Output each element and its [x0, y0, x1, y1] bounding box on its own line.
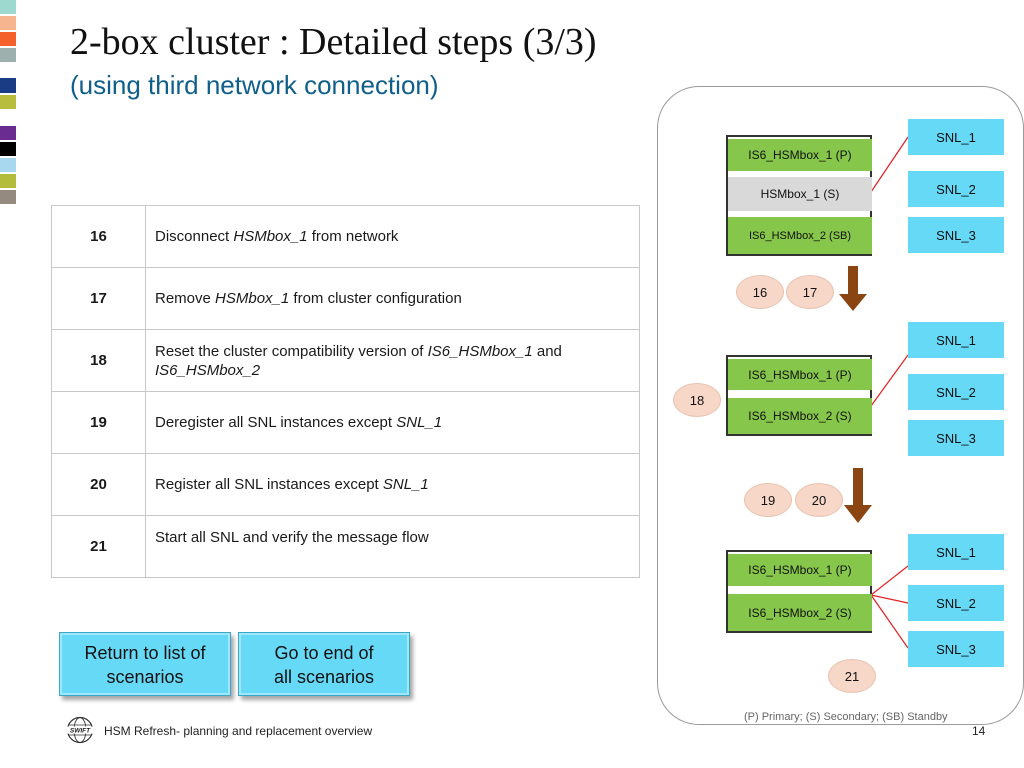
hsm-box: HSMbox_1 (S)	[728, 177, 872, 211]
strip-segment	[0, 78, 16, 93]
button-label-line: Go to end of	[274, 643, 374, 663]
snl-box: SNL_2	[908, 585, 1004, 621]
hsm-box: IS6_HSMbox_1 (P)	[728, 554, 872, 586]
snl-box: SNL_3	[908, 631, 1004, 667]
strip-segment	[0, 32, 16, 46]
hsm-box: IS6_HSMbox_2 (S)	[728, 594, 872, 631]
table-row: 20 Register all SNL instances except SNL…	[51, 453, 640, 516]
cluster-stage-1: IS6_HSMbox_1 (P) HSMbox_1 (S) IS6_HSMbox…	[726, 135, 872, 256]
strip-segment	[0, 95, 16, 109]
hsm-box: IS6_HSMbox_1 (P)	[728, 139, 872, 171]
down-arrow-icon	[844, 468, 872, 523]
button-label-line: all scenarios	[273, 667, 375, 687]
snl-box: SNL_2	[908, 171, 1004, 207]
step-number: 16	[51, 205, 146, 268]
step-description: Disconnect HSMbox_1 from network	[145, 205, 640, 268]
strip-segment	[0, 48, 16, 62]
step-bubble: 20	[795, 483, 843, 517]
table-row: 16 Disconnect HSMbox_1 from network	[51, 205, 640, 268]
table-row: 18 Reset the cluster compatibility versi…	[51, 329, 640, 392]
step-bubble: 21	[828, 659, 876, 693]
snl-box: SNL_1	[908, 119, 1004, 155]
page-number: 14	[972, 724, 986, 738]
hsm-box: IS6_HSMbox_2 (SB)	[728, 217, 872, 254]
strip-segment	[0, 174, 16, 188]
step-bubble: 17	[786, 275, 834, 309]
button-label-line: scenarios	[106, 667, 184, 687]
svg-text:SWIFT: SWIFT	[70, 728, 91, 735]
step-number: 18	[51, 329, 146, 392]
snl-box: SNL_2	[908, 374, 1004, 410]
cluster-stage-2: IS6_HSMbox_1 (P) IS6_HSMbox_2 (S)	[726, 355, 872, 436]
strip-segment	[0, 158, 16, 172]
strip-segment	[0, 142, 16, 156]
table-row: 21 Start all SNL and verify the message …	[51, 515, 640, 578]
return-to-scenarios-button[interactable]: Return to list of scenarios	[59, 632, 231, 696]
button-label-line: Return to list of	[84, 643, 206, 663]
swift-logo-icon: SWIFT	[66, 716, 94, 744]
step-description: Deregister all SNL instances except SNL_…	[145, 391, 640, 454]
strip-segment	[0, 0, 16, 14]
strip-segment	[0, 190, 16, 204]
step-number: 19	[51, 391, 146, 454]
hsm-box: IS6_HSMbox_1 (P)	[728, 359, 872, 390]
go-to-end-button[interactable]: Go to end of all scenarios	[238, 632, 410, 696]
diagram-legend: (P) Primary; (S) Secondary; (SB) Standby	[744, 711, 948, 723]
snl-box: SNL_3	[908, 217, 1004, 253]
table-row: 19 Deregister all SNL instances except S…	[51, 391, 640, 454]
cluster-stage-3: IS6_HSMbox_1 (P) IS6_HSMbox_2 (S)	[726, 550, 872, 633]
footer-text: HSM Refresh- planning and replacement ov…	[104, 724, 373, 738]
snl-box: SNL_1	[908, 534, 1004, 570]
snl-box: SNL_1	[908, 322, 1004, 358]
strip-segment	[0, 126, 16, 140]
step-number: 21	[51, 515, 146, 578]
step-bubble: 18	[673, 383, 721, 417]
step-description: Reset the cluster compatibility version …	[145, 329, 640, 392]
table-row: 17 Remove HSMbox_1 from cluster configur…	[51, 267, 640, 330]
step-description: Start all SNL and verify the message flo…	[145, 515, 640, 578]
step-description: Remove HSMbox_1 from cluster configurati…	[145, 267, 640, 330]
strip-segment	[0, 16, 16, 30]
page-subtitle: (using third network connection)	[70, 70, 439, 100]
step-number: 20	[51, 453, 146, 516]
step-number: 17	[51, 267, 146, 330]
step-description: Register all SNL instances except SNL_1	[145, 453, 640, 516]
down-arrow-icon	[839, 266, 867, 311]
hsm-box: IS6_HSMbox_2 (S)	[728, 398, 872, 434]
snl-box: SNL_3	[908, 420, 1004, 456]
step-bubble: 19	[744, 483, 792, 517]
color-strip	[0, 0, 16, 210]
page-title: 2-box cluster : Detailed steps (3/3)	[70, 21, 597, 63]
step-bubble: 16	[736, 275, 784, 309]
steps-table: 16 Disconnect HSMbox_1 from network 17 R…	[51, 205, 640, 578]
